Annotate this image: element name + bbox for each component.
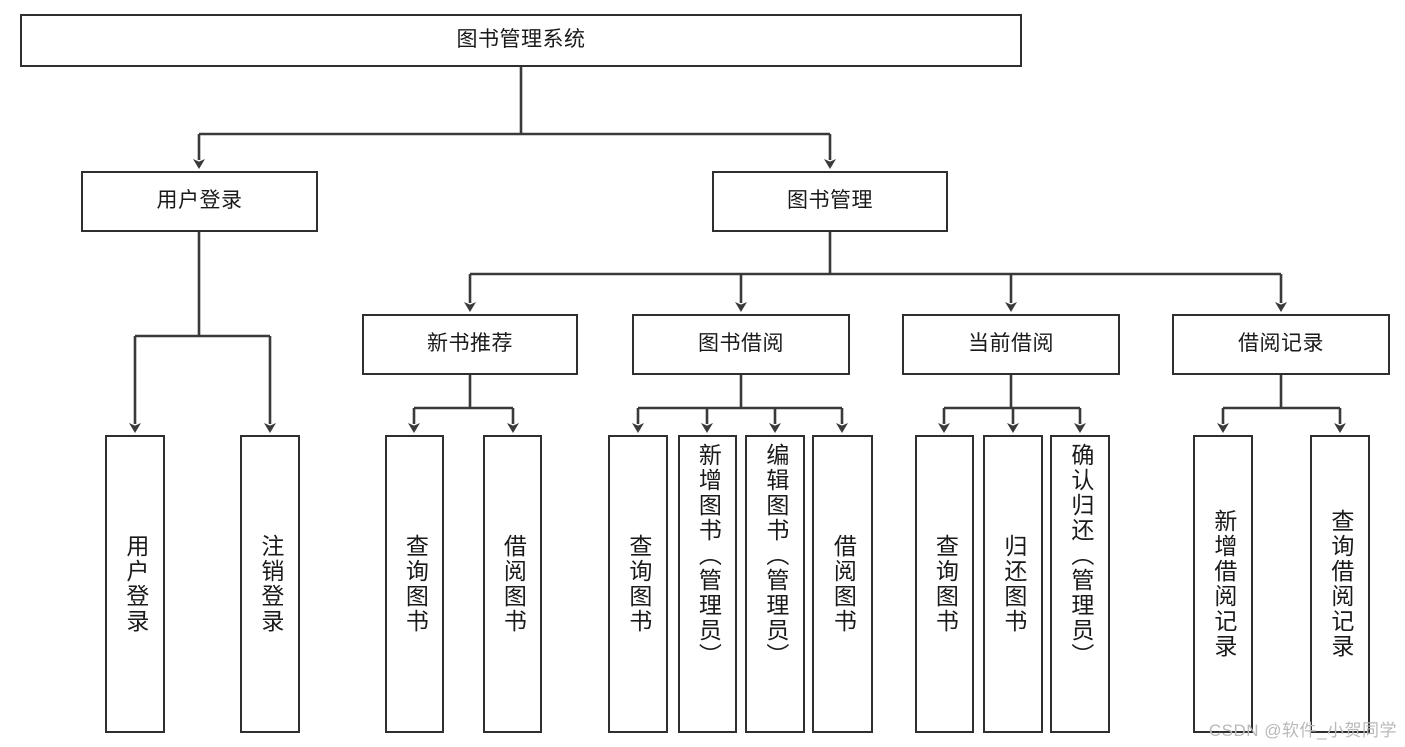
node-borrow-records-label: 借阅记录 bbox=[1238, 332, 1324, 356]
leaf-borrow-query-book[interactable]: 查询图书 bbox=[608, 435, 668, 733]
leaf-cur-return-book[interactable]: 归还图书 bbox=[983, 435, 1043, 733]
leaf-borrow-add-book[interactable]: 新增图书（管理员） bbox=[678, 435, 737, 733]
leaf-rec-query-record[interactable]: 查询借阅记录 bbox=[1310, 435, 1370, 733]
leaf-borrow-lend-book[interactable]: 借阅图书 bbox=[812, 435, 873, 733]
node-book-borrow-label: 图书借阅 bbox=[698, 332, 784, 356]
leaf-user-logout[interactable]: 注销登录 bbox=[240, 435, 300, 733]
node-current-borrow-label: 当前借阅 bbox=[968, 332, 1054, 356]
leaf-borrow-query-book-label: 查询图书 bbox=[625, 534, 652, 634]
node-new-book-recommend-label: 新书推荐 bbox=[427, 332, 513, 356]
node-book-borrow[interactable]: 图书借阅 bbox=[632, 314, 850, 375]
leaf-cur-confirm-return-label: 确认归还（管理员） bbox=[1067, 443, 1094, 668]
node-root[interactable]: 图书管理系统 bbox=[20, 14, 1022, 67]
node-root-label: 图书管理系统 bbox=[456, 28, 586, 52]
leaf-borrow-edit-book-label: 编辑图书（管理员） bbox=[762, 443, 789, 668]
leaf-rec-query-book-label: 查询图书 bbox=[402, 534, 429, 634]
node-new-book-recommend[interactable]: 新书推荐 bbox=[362, 314, 578, 375]
node-current-borrow[interactable]: 当前借阅 bbox=[902, 314, 1120, 375]
leaf-cur-return-book-label: 归还图书 bbox=[1000, 534, 1027, 634]
leaf-borrow-add-book-label: 新增图书（管理员） bbox=[695, 443, 722, 668]
leaf-rec-query-book[interactable]: 查询图书 bbox=[385, 435, 444, 733]
node-book-manage-label: 图书管理 bbox=[787, 189, 873, 213]
leaf-user-login-label: 用户登录 bbox=[122, 534, 149, 634]
leaf-cur-query-book-label: 查询图书 bbox=[932, 534, 959, 634]
leaf-cur-query-book[interactable]: 查询图书 bbox=[915, 435, 974, 733]
node-book-manage[interactable]: 图书管理 bbox=[712, 171, 948, 232]
node-borrow-records[interactable]: 借阅记录 bbox=[1172, 314, 1390, 375]
leaf-rec-add-record[interactable]: 新增借阅记录 bbox=[1193, 435, 1253, 733]
leaf-user-logout-label: 注销登录 bbox=[257, 534, 284, 634]
leaf-rec-query-record-label: 查询借阅记录 bbox=[1327, 509, 1354, 659]
leaf-user-login[interactable]: 用户登录 bbox=[105, 435, 165, 733]
leaf-cur-confirm-return[interactable]: 确认归还（管理员） bbox=[1050, 435, 1110, 733]
leaf-rec-borrow-book-label: 借阅图书 bbox=[500, 534, 527, 634]
leaf-rec-borrow-book[interactable]: 借阅图书 bbox=[483, 435, 542, 733]
node-user-login-label: 用户登录 bbox=[156, 189, 243, 213]
leaf-rec-add-record-label: 新增借阅记录 bbox=[1210, 509, 1237, 659]
leaf-borrow-lend-book-label: 借阅图书 bbox=[830, 534, 857, 634]
leaf-borrow-edit-book[interactable]: 编辑图书（管理员） bbox=[745, 435, 805, 733]
node-user-login[interactable]: 用户登录 bbox=[81, 171, 318, 232]
